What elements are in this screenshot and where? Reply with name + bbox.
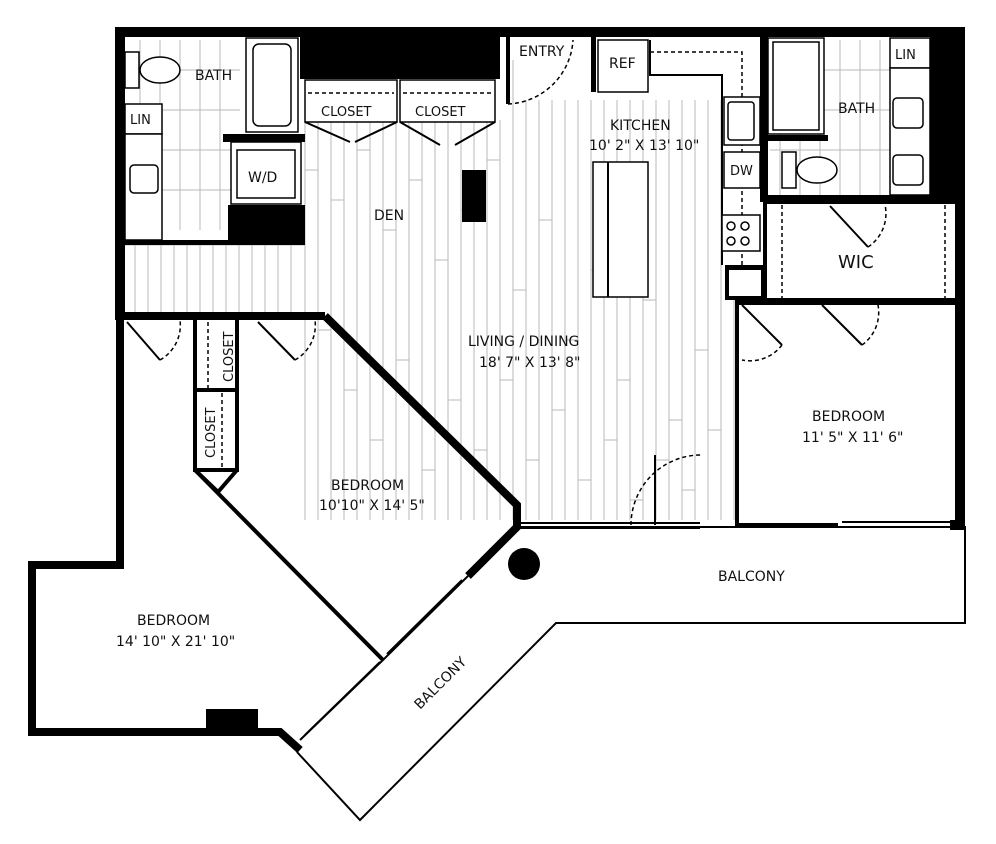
label-bedroom-right: BEDROOM <box>812 409 885 425</box>
label-balcony-diag: BALCONY <box>412 654 471 713</box>
label-closet-den-2: CLOSET <box>415 105 466 120</box>
label-closet-bed-2: CLOSET <box>204 407 219 458</box>
label-wd: W/D <box>248 170 277 186</box>
label-bath-right: BATH <box>838 101 875 117</box>
label-ref: REF <box>609 56 636 72</box>
label-balcony-right: BALCONY <box>718 569 785 585</box>
label-living-dining: LIVING / DINING <box>468 334 579 350</box>
label-bedroom-right-dims: 11' 5" X 11' 6" <box>802 430 903 446</box>
label-kitchen-dims: 10' 2" X 13' 10" <box>589 138 699 154</box>
label-living-dining-dims: 18' 7" X 13' 8" <box>479 355 580 371</box>
walls <box>28 27 965 753</box>
label-bedroom-left: BEDROOM <box>137 613 210 629</box>
label-den: DEN <box>374 208 404 224</box>
label-closet-den-1: CLOSET <box>321 105 372 120</box>
fixtures <box>124 37 946 526</box>
label-bath-left: BATH <box>195 68 232 84</box>
label-dw: DW <box>730 164 753 179</box>
label-kitchen: KITCHEN <box>610 118 671 134</box>
balconies <box>296 521 966 822</box>
label-lin-left: LIN <box>130 113 151 128</box>
label-bedroom-center-dims: 10'10" X 14' 5" <box>319 498 425 514</box>
label-entry: ENTRY <box>519 44 565 60</box>
room-labels: BATH LIN W/D CLOSET CLOSET DEN ENTRY REF… <box>116 44 916 713</box>
label-wic: WIC <box>838 252 874 273</box>
label-lin-right: LIN <box>895 48 916 63</box>
plank-floor <box>125 40 890 520</box>
label-bedroom-left-dims: 14' 10" X 21' 10" <box>116 634 235 650</box>
label-closet-bed-1: CLOSET <box>222 331 237 382</box>
label-bedroom-center: BEDROOM <box>331 478 404 494</box>
